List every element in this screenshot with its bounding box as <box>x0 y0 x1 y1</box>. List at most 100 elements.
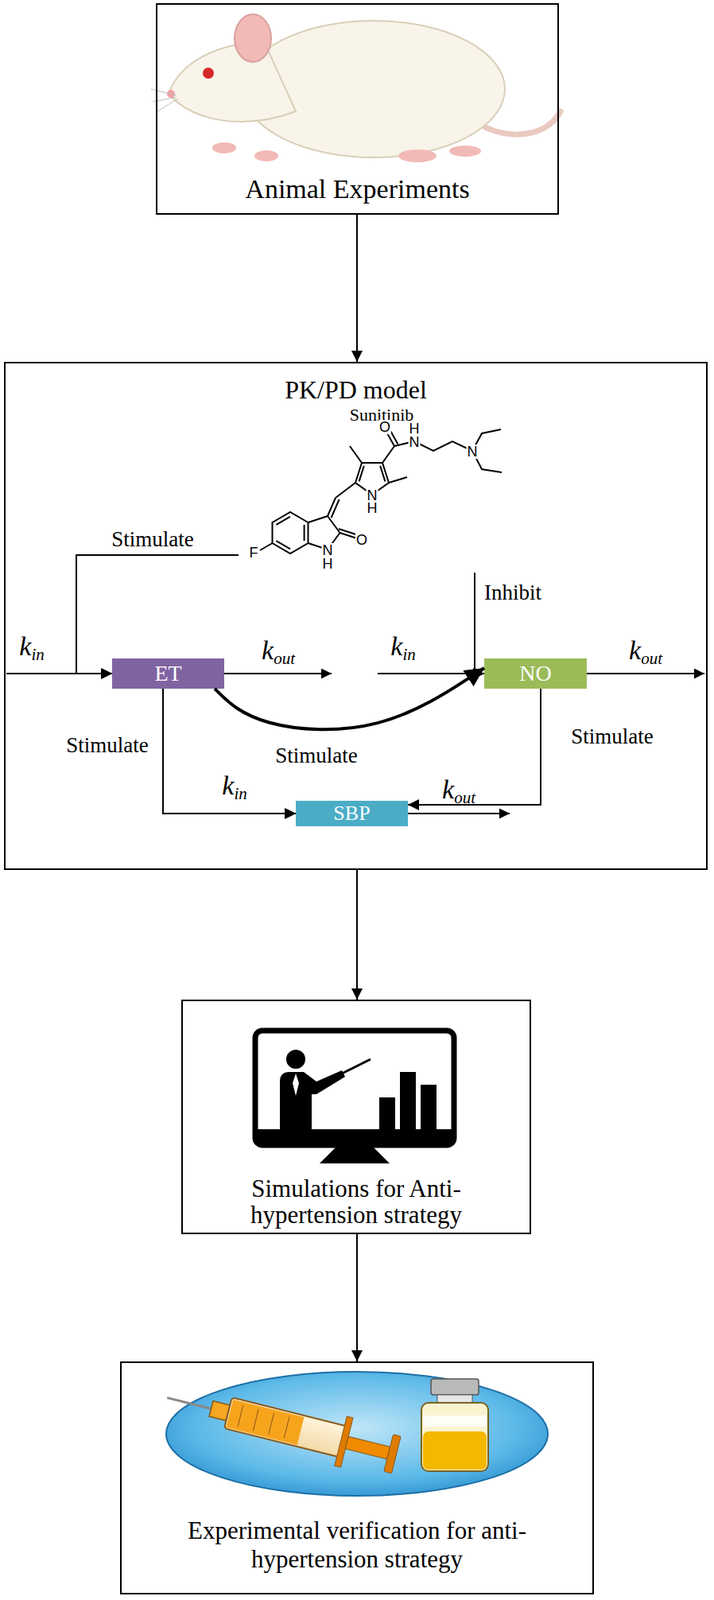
syringe-illustration <box>224 1396 348 1457</box>
rat-paw <box>212 142 237 154</box>
atom-label: N <box>322 543 334 558</box>
arrow-connector <box>407 688 541 805</box>
rat-paw <box>398 149 437 163</box>
molecule-structure <box>382 446 395 463</box>
molecule-structure <box>335 482 356 498</box>
syringe-illustration <box>225 1399 304 1445</box>
molecule-structure <box>359 465 365 482</box>
computer-icon <box>279 1070 346 1130</box>
rat-paw <box>449 145 482 157</box>
edge-label: Stimulate <box>111 528 195 551</box>
edge-label: Stimulate <box>570 725 654 748</box>
syringe-illustration <box>166 1371 548 1496</box>
rate-constant-label: kout <box>628 636 663 668</box>
rate-arrows <box>6 672 113 675</box>
rate-constant-label: kout <box>261 636 295 668</box>
node-text: PK/PD model <box>197 375 516 405</box>
molecule-structure <box>388 477 408 483</box>
molecule-structure <box>275 540 291 549</box>
computer-icon <box>255 1030 455 1164</box>
molecule-structure <box>380 465 385 482</box>
computer-icon <box>255 1030 455 1145</box>
molecule-structure <box>303 524 306 541</box>
arrow-connector <box>356 214 358 362</box>
computer-icon <box>319 1144 390 1164</box>
molecule-structure <box>349 446 362 463</box>
node-text: Simulations for Anti-hypertension strate… <box>205 1175 508 1228</box>
molecule-structure <box>327 497 336 517</box>
computer-icon <box>399 1071 416 1130</box>
molecule-structure <box>259 429 502 554</box>
edge-label: Stimulate <box>65 734 149 757</box>
rat-ear <box>234 14 272 63</box>
rat-eye <box>202 67 214 79</box>
rate-constant-label: kin <box>221 772 247 803</box>
atom-label: H <box>322 556 334 571</box>
computer-icon <box>341 1059 371 1074</box>
syringe-illustration <box>166 1397 214 1410</box>
arrow-connector <box>356 1233 358 1362</box>
rat-illustration <box>151 14 561 163</box>
node-text: ET <box>154 662 182 685</box>
arrow-connector <box>214 667 485 730</box>
syringe-illustration <box>160 1371 548 1496</box>
stage-box: Experimental verification for anti-hyper… <box>120 1361 594 1595</box>
atom-label: O <box>355 532 369 548</box>
response-box: SBP <box>295 800 408 827</box>
node-text: SBP <box>333 803 370 824</box>
model-box: PK/PD modelSunitinibETNOSBP <box>3 361 708 870</box>
rate-constant-label: kout <box>442 776 476 807</box>
molecule-structure <box>275 516 291 525</box>
stage-box: Animal Experiments <box>155 3 559 215</box>
computer-icon <box>379 1097 396 1130</box>
edge-label: Stimulate <box>275 745 358 767</box>
rate-arrows <box>377 672 485 675</box>
computer-icon <box>292 1073 299 1096</box>
computer-icon <box>286 1049 306 1069</box>
biomarker-box: ET <box>112 658 225 689</box>
rate-arrows <box>224 672 332 675</box>
computer-icon <box>255 1129 455 1145</box>
syringe-illustration <box>422 1415 487 1427</box>
atom-label: N <box>466 444 479 459</box>
arrow-connector <box>356 869 358 1000</box>
syringe-illustration <box>237 1404 290 1439</box>
arrow-connector <box>76 554 239 674</box>
atom-label: O <box>378 419 392 435</box>
rat-paw <box>254 150 279 162</box>
molecule-structure <box>259 543 273 551</box>
rate-constant-label: kin <box>19 632 44 664</box>
rate-arrows <box>407 812 510 815</box>
atom-label: H <box>408 421 421 436</box>
molecule-structure <box>308 516 329 523</box>
atom-label: N <box>408 434 421 450</box>
edge-label: Inhibit <box>484 582 542 604</box>
computer-icon <box>420 1084 437 1130</box>
rate-arrows <box>586 672 705 675</box>
node-text: Animal Experiments <box>170 173 545 205</box>
rat-head <box>168 41 296 122</box>
rate-arrows <box>188 812 296 815</box>
molecule-structure <box>331 499 340 518</box>
molecule-structure <box>338 528 357 535</box>
stage-box: Simulations for Anti-hypertension strate… <box>181 999 532 1234</box>
syringe-illustration <box>345 1435 390 1460</box>
node-text: NO <box>519 662 552 685</box>
syringe-illustration <box>384 1434 401 1474</box>
rate-arrows <box>6 673 705 814</box>
rat-tail <box>485 111 561 135</box>
syringe-illustration <box>160 1373 403 1480</box>
syringe-illustration <box>421 1402 489 1471</box>
biomarker-box: NO <box>484 658 587 689</box>
molecule-structure <box>327 516 341 533</box>
rate-constant-label: kin <box>390 632 416 664</box>
molecule-structure <box>272 512 309 554</box>
syringe-illustration <box>422 1431 487 1470</box>
molecule-structure <box>414 441 473 451</box>
